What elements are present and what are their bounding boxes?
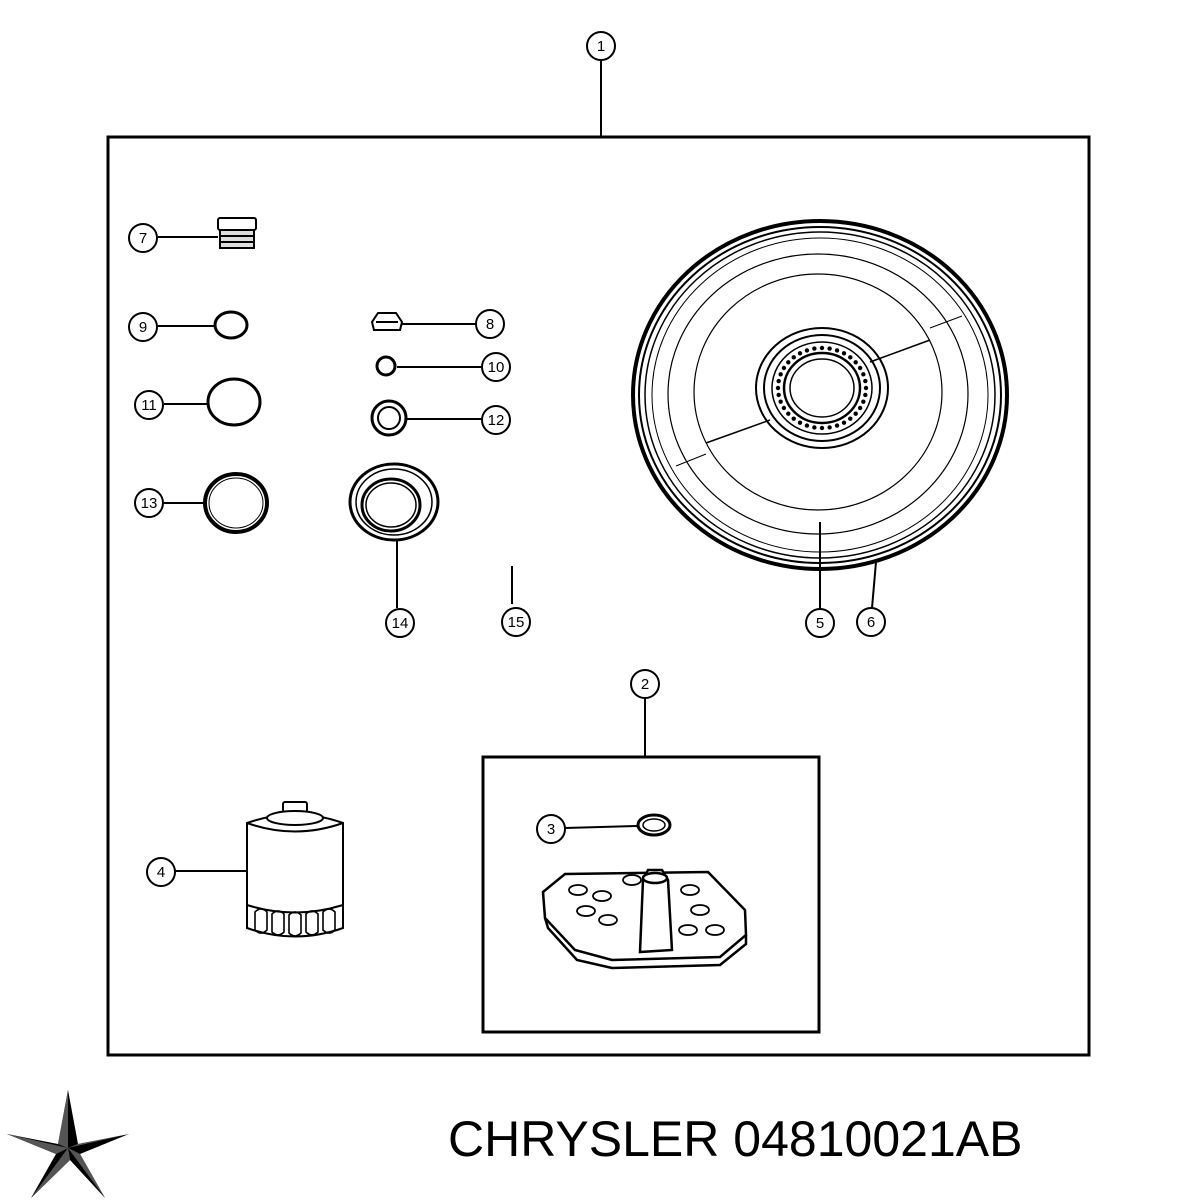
spline-tooth <box>834 423 840 428</box>
spline-tooth <box>861 399 866 404</box>
oil-filter-part-4 <box>246 801 344 938</box>
spline-tooth <box>848 355 853 360</box>
callout-4: 4 <box>146 857 176 887</box>
callout-label: 1 <box>597 38 605 55</box>
spline-tooth <box>863 392 868 398</box>
spline-tooth <box>819 425 825 431</box>
callout-label: 3 <box>547 821 555 838</box>
callout-14: 14 <box>385 608 415 638</box>
spline-tooth <box>797 351 803 356</box>
spline-tooth <box>778 399 783 404</box>
callout-label: 2 <box>641 676 649 693</box>
callout-5: 5 <box>805 608 835 638</box>
spline-tooth <box>857 365 863 371</box>
torque-converter-part-5 <box>631 219 1009 571</box>
callout-13: 13 <box>134 488 164 518</box>
callout-label: 9 <box>139 319 147 336</box>
o-ring-part-11 <box>206 377 262 427</box>
o-ring-part-13 <box>203 472 269 534</box>
spline-tooth <box>804 423 810 428</box>
callout-1: 1 <box>586 31 616 61</box>
spline-tooth <box>812 425 817 430</box>
spline-tooth <box>786 360 791 365</box>
spline-tooth <box>834 348 840 353</box>
callout-label: 5 <box>816 615 824 632</box>
callout-8: 8 <box>475 309 505 339</box>
spline-tooth <box>863 385 869 391</box>
leader-lines <box>158 60 877 872</box>
spline-tooth <box>827 346 832 351</box>
drain-plug-part-7 <box>217 217 257 249</box>
callout-label: 7 <box>139 230 147 247</box>
spline-tooth <box>775 385 781 391</box>
shaft-seal-part-14 <box>348 462 440 542</box>
spline-tooth <box>781 405 787 411</box>
callout-3: 3 <box>536 814 566 844</box>
spline-tooth <box>863 378 868 384</box>
callout-7: 7 <box>128 223 158 253</box>
callout-11: 11 <box>134 390 164 420</box>
spline-tooth <box>776 378 781 384</box>
spline-tooth <box>776 392 781 398</box>
spline-tooth <box>812 346 817 351</box>
spline-tooth <box>819 345 825 351</box>
callout-10: 10 <box>481 352 511 382</box>
spline-tooth <box>804 348 810 353</box>
o-ring-part-10 <box>375 355 397 377</box>
spline-tooth <box>861 372 866 377</box>
callout-12: 12 <box>481 405 511 435</box>
spline-tooth <box>791 416 796 421</box>
spline-tooth <box>841 420 847 425</box>
callout-label: 15 <box>508 614 525 631</box>
callout-15: 15 <box>501 607 531 637</box>
callout-6: 6 <box>856 607 886 637</box>
callout-label: 12 <box>488 412 505 429</box>
callout-label: 11 <box>141 397 157 414</box>
part-number: 04810021AB <box>733 1111 1023 1167</box>
plug-cap-part-8 <box>370 312 404 331</box>
spline-tooth <box>827 425 832 430</box>
callout-label: 14 <box>392 615 409 632</box>
callout-label: 13 <box>141 495 158 512</box>
spline-tooth <box>791 355 796 360</box>
spline-tooth <box>778 372 783 377</box>
callout-label: 6 <box>867 614 875 631</box>
brand-name: CHRYSLER <box>448 1111 720 1167</box>
spline-tooth <box>848 416 853 421</box>
spline-tooth <box>853 360 858 365</box>
transmission-filter <box>541 868 748 970</box>
spline-tooth <box>841 351 847 356</box>
spline-tooth <box>857 405 863 411</box>
part-caption: CHRYSLER 04810021AB <box>448 1110 1022 1168</box>
callout-9: 9 <box>128 312 158 342</box>
spline-tooth <box>781 365 787 371</box>
spline-tooth <box>786 411 791 416</box>
spline-tooth <box>853 411 858 416</box>
o-ring-part-9 <box>213 310 249 340</box>
filter-kit-box <box>481 755 821 1034</box>
seal-washer-part-12 <box>370 399 408 437</box>
converter-spline-teeth <box>775 345 869 431</box>
gasket-part-3 <box>636 813 672 837</box>
callout-2: 2 <box>630 669 660 699</box>
callout-label: 8 <box>486 316 494 333</box>
kit-outline-box <box>106 135 1091 1057</box>
callout-label: 4 <box>157 864 165 881</box>
callout-label: 10 <box>488 359 505 376</box>
spline-tooth <box>797 420 803 425</box>
pentastar-logo <box>7 1090 129 1198</box>
